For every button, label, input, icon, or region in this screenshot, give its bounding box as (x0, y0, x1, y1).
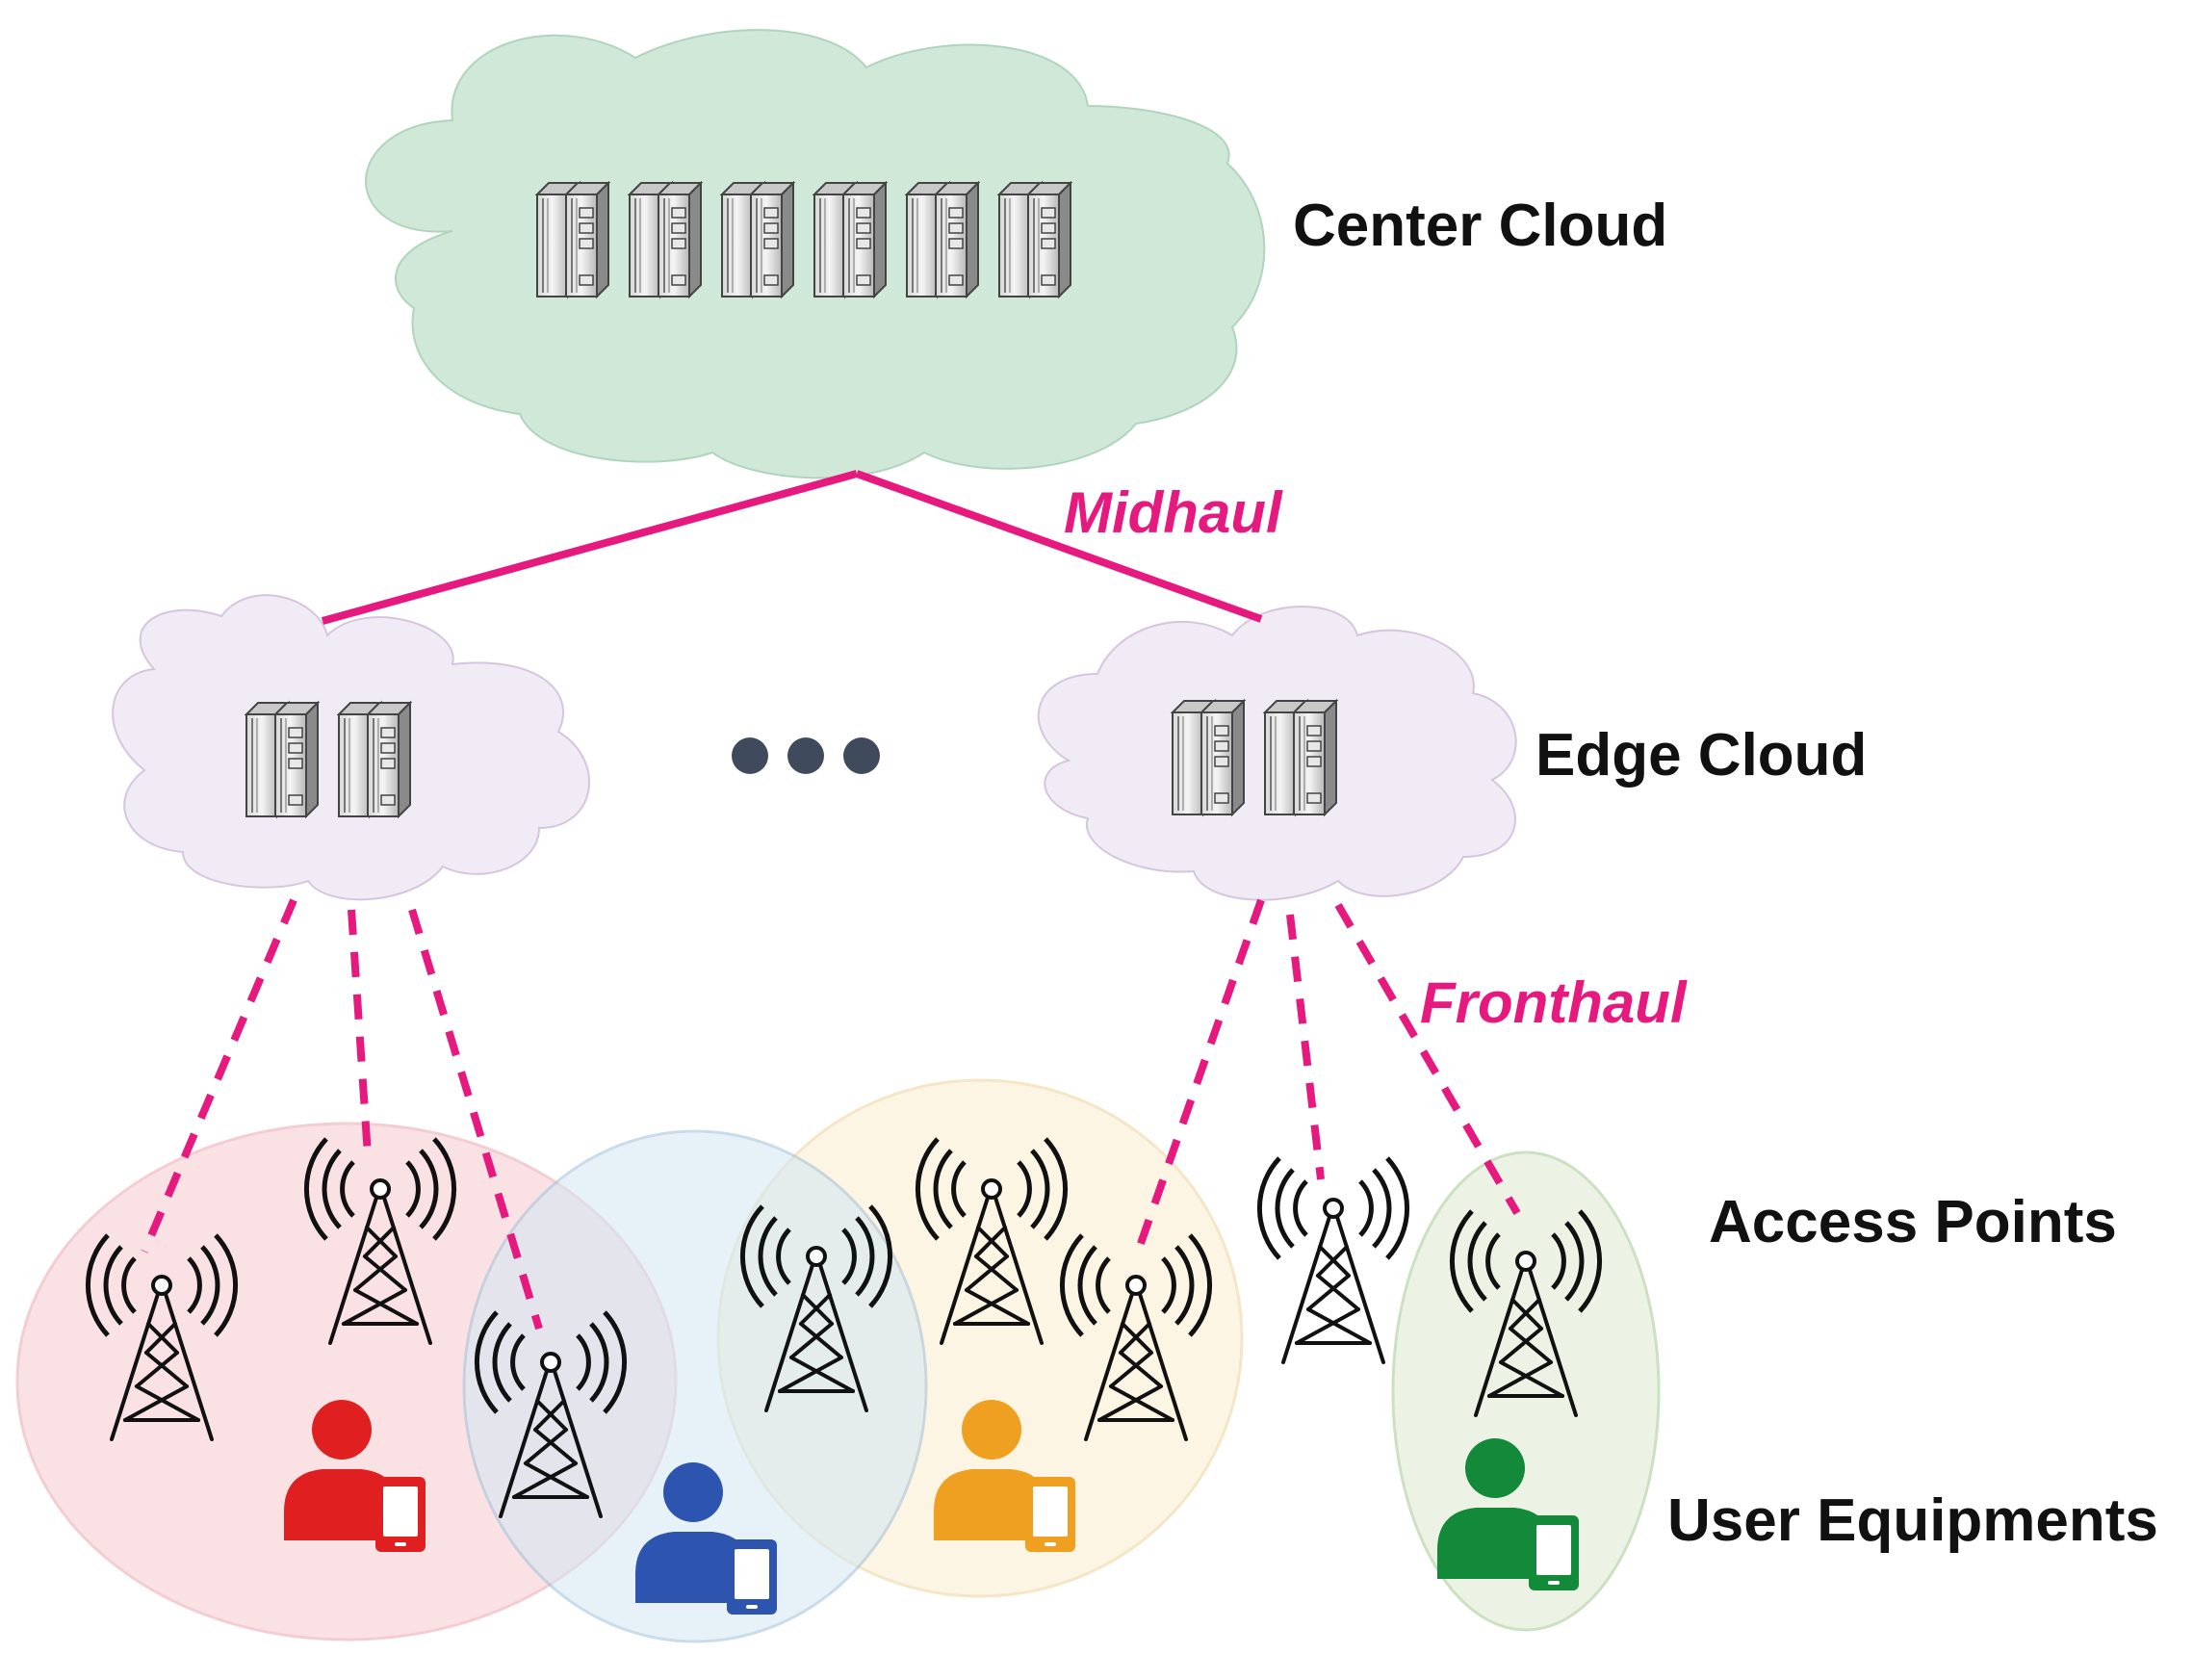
midhaul-links (321, 470, 1263, 625)
access-points-label: Access Points (1709, 1189, 2117, 1255)
phone-screen-icon (735, 1549, 769, 1599)
server-rack-icon (999, 183, 1071, 297)
edge-cloud-label: Edge Cloud (1535, 722, 1867, 788)
phone-button-icon (1045, 1542, 1056, 1546)
phone-screen-icon (383, 1486, 418, 1537)
center-cloud-label: Center Cloud (1293, 193, 1667, 259)
edge-cloud-left (112, 594, 591, 901)
orange-user (934, 1400, 1075, 1552)
user-head-icon (962, 1400, 1021, 1460)
phone-screen-icon (1033, 1486, 1068, 1537)
fronthaul-link (1334, 902, 1521, 1216)
server-rack-icon (537, 183, 608, 297)
ellipsis-dot (732, 737, 768, 774)
fronthaul-link (408, 908, 543, 1331)
midhaul-link-right (855, 470, 1263, 623)
antenna-tower-icon (1259, 1158, 1406, 1362)
server-rack-icon (907, 183, 978, 297)
server-rack-icon (630, 183, 701, 297)
coverage-areas (15, 1078, 1661, 1643)
phone-button-icon (395, 1542, 406, 1546)
ellipsis-dot (843, 737, 880, 774)
green-coverage (1391, 1150, 1661, 1632)
server-rack-icon (1173, 701, 1244, 814)
server-rack-icon (339, 703, 410, 816)
user-body-icon (934, 1469, 1049, 1540)
user-equipments (284, 1400, 1579, 1615)
server-rack-icon (1265, 701, 1336, 814)
green-user (1437, 1438, 1579, 1590)
fronthaul-link (1134, 898, 1265, 1254)
user-head-icon (1465, 1438, 1525, 1498)
red-user (284, 1400, 426, 1552)
user-equipments-label: User Equipments (1667, 1487, 2158, 1554)
midhaul-link-left (321, 470, 859, 625)
edge-cloud-right (1037, 606, 1517, 901)
phone-button-icon (1548, 1581, 1560, 1585)
ellipsis-dot (787, 737, 824, 774)
user-head-icon (312, 1400, 372, 1460)
fronthaul-links (141, 898, 1521, 1331)
server-rack-icon (814, 183, 886, 297)
midhaul-label: Midhaul (1064, 480, 1283, 545)
ellipsis-dots (732, 737, 880, 774)
phone-screen-icon (1536, 1525, 1571, 1575)
phone-button-icon (746, 1605, 758, 1609)
server-rack-icon (246, 703, 318, 816)
user-body-icon (1437, 1508, 1553, 1579)
user-head-icon (663, 1462, 723, 1522)
fronthaul-label: Fronthaul (1420, 970, 1688, 1035)
server-rack-icon (722, 183, 793, 297)
fronthaul-link (1286, 914, 1325, 1180)
blue-user (635, 1462, 777, 1615)
user-body-icon (284, 1469, 400, 1540)
fronthaul-link (348, 909, 372, 1156)
user-body-icon (635, 1532, 751, 1603)
center-cloud (365, 29, 1266, 479)
fronthaul-link (141, 898, 297, 1254)
